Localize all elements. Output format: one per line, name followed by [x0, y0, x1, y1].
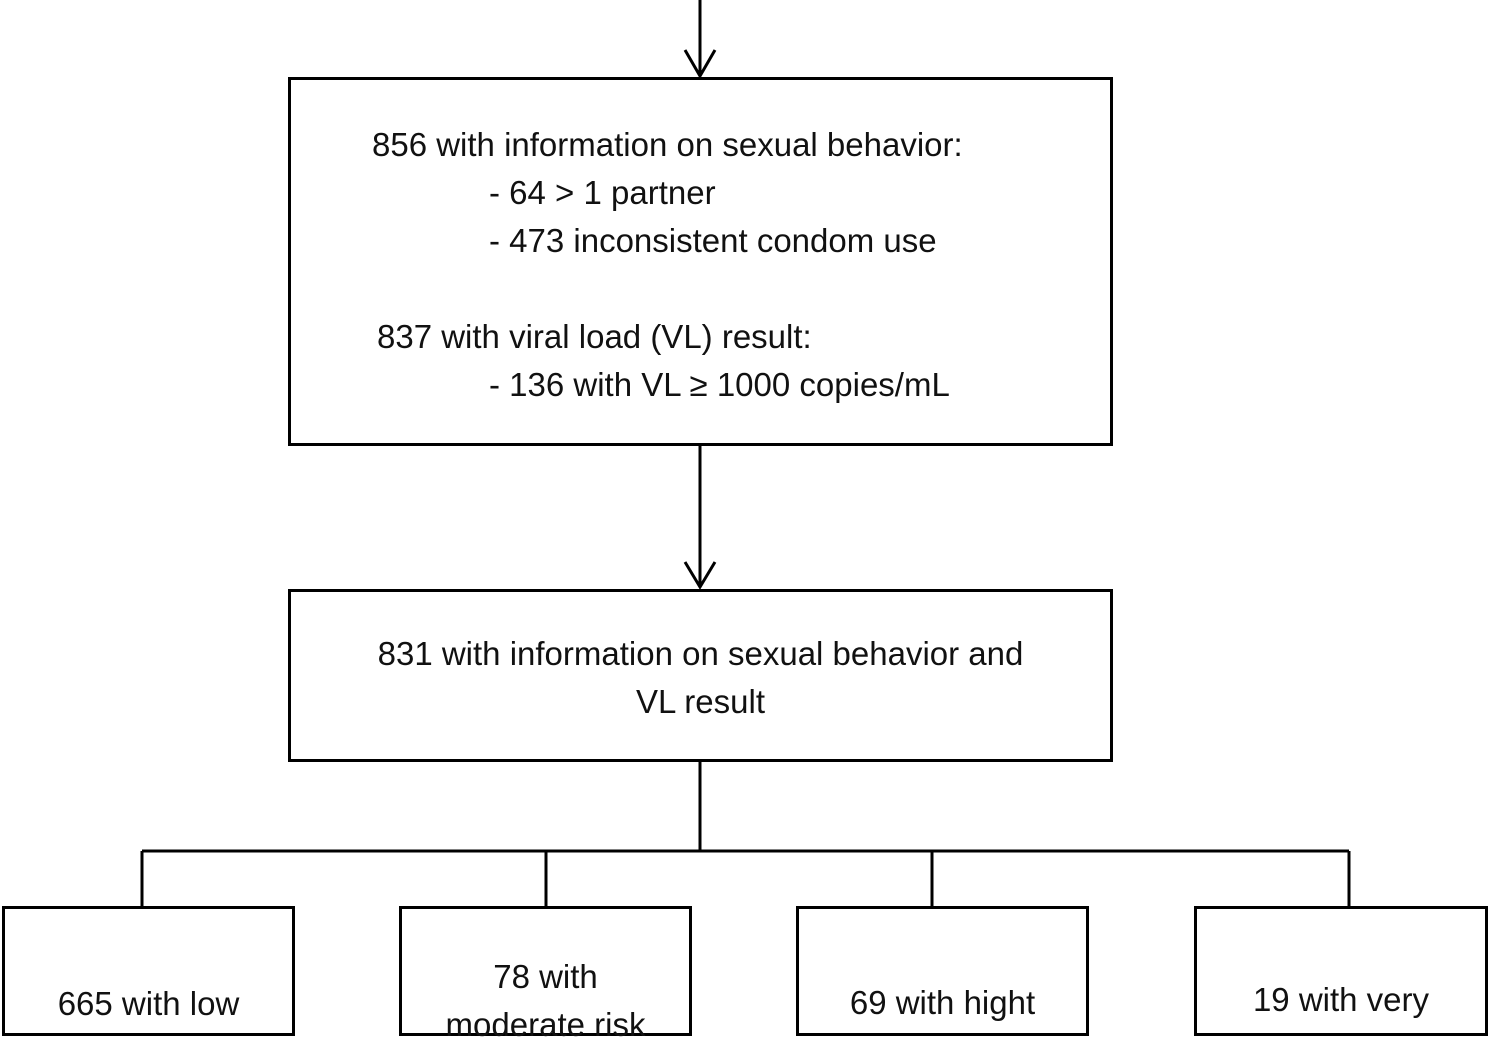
- sexual-behavior-vl-box: 856 with information on sexual behavior:…: [288, 77, 1113, 446]
- sexual-behavior-item: - 473 inconsistent condom use: [489, 222, 937, 259]
- risk-box-low: 665 with low: [2, 906, 295, 1036]
- combined-info-line: VL result: [635, 683, 765, 720]
- viral-load-item: - 136 with VL ≥ 1000 copies/mL: [489, 366, 950, 403]
- sexual-behavior-item: - 64 > 1 partner: [489, 174, 716, 211]
- risk-box-label: 78 with: [493, 958, 598, 995]
- arrowhead-middle: [683, 561, 717, 590]
- risk-box-label: 69 with hight: [849, 984, 1036, 1021]
- combined-info-box: 831 with information on sexual behavior …: [288, 589, 1113, 762]
- viral-load-heading: 837 with viral load (VL) result:: [377, 318, 812, 355]
- risk-box-high: 69 with hight: [796, 906, 1089, 1036]
- risk-box-label: 665 with low: [57, 985, 240, 1022]
- arrowhead-top: [683, 49, 717, 80]
- combined-info-line: 831 with information on sexual behavior …: [377, 635, 1024, 672]
- risk-box-label: 19 with very: [1252, 981, 1430, 1018]
- risk-box-very-high: 19 with very: [1194, 906, 1488, 1036]
- sexual-behavior-heading: 856 with information on sexual behavior:: [372, 126, 963, 163]
- risk-box-moderate: 78 with moderate risk: [399, 906, 692, 1043]
- risk-box-label: moderate risk: [445, 1006, 646, 1043]
- flow-connectors: [140, 0, 1351, 907]
